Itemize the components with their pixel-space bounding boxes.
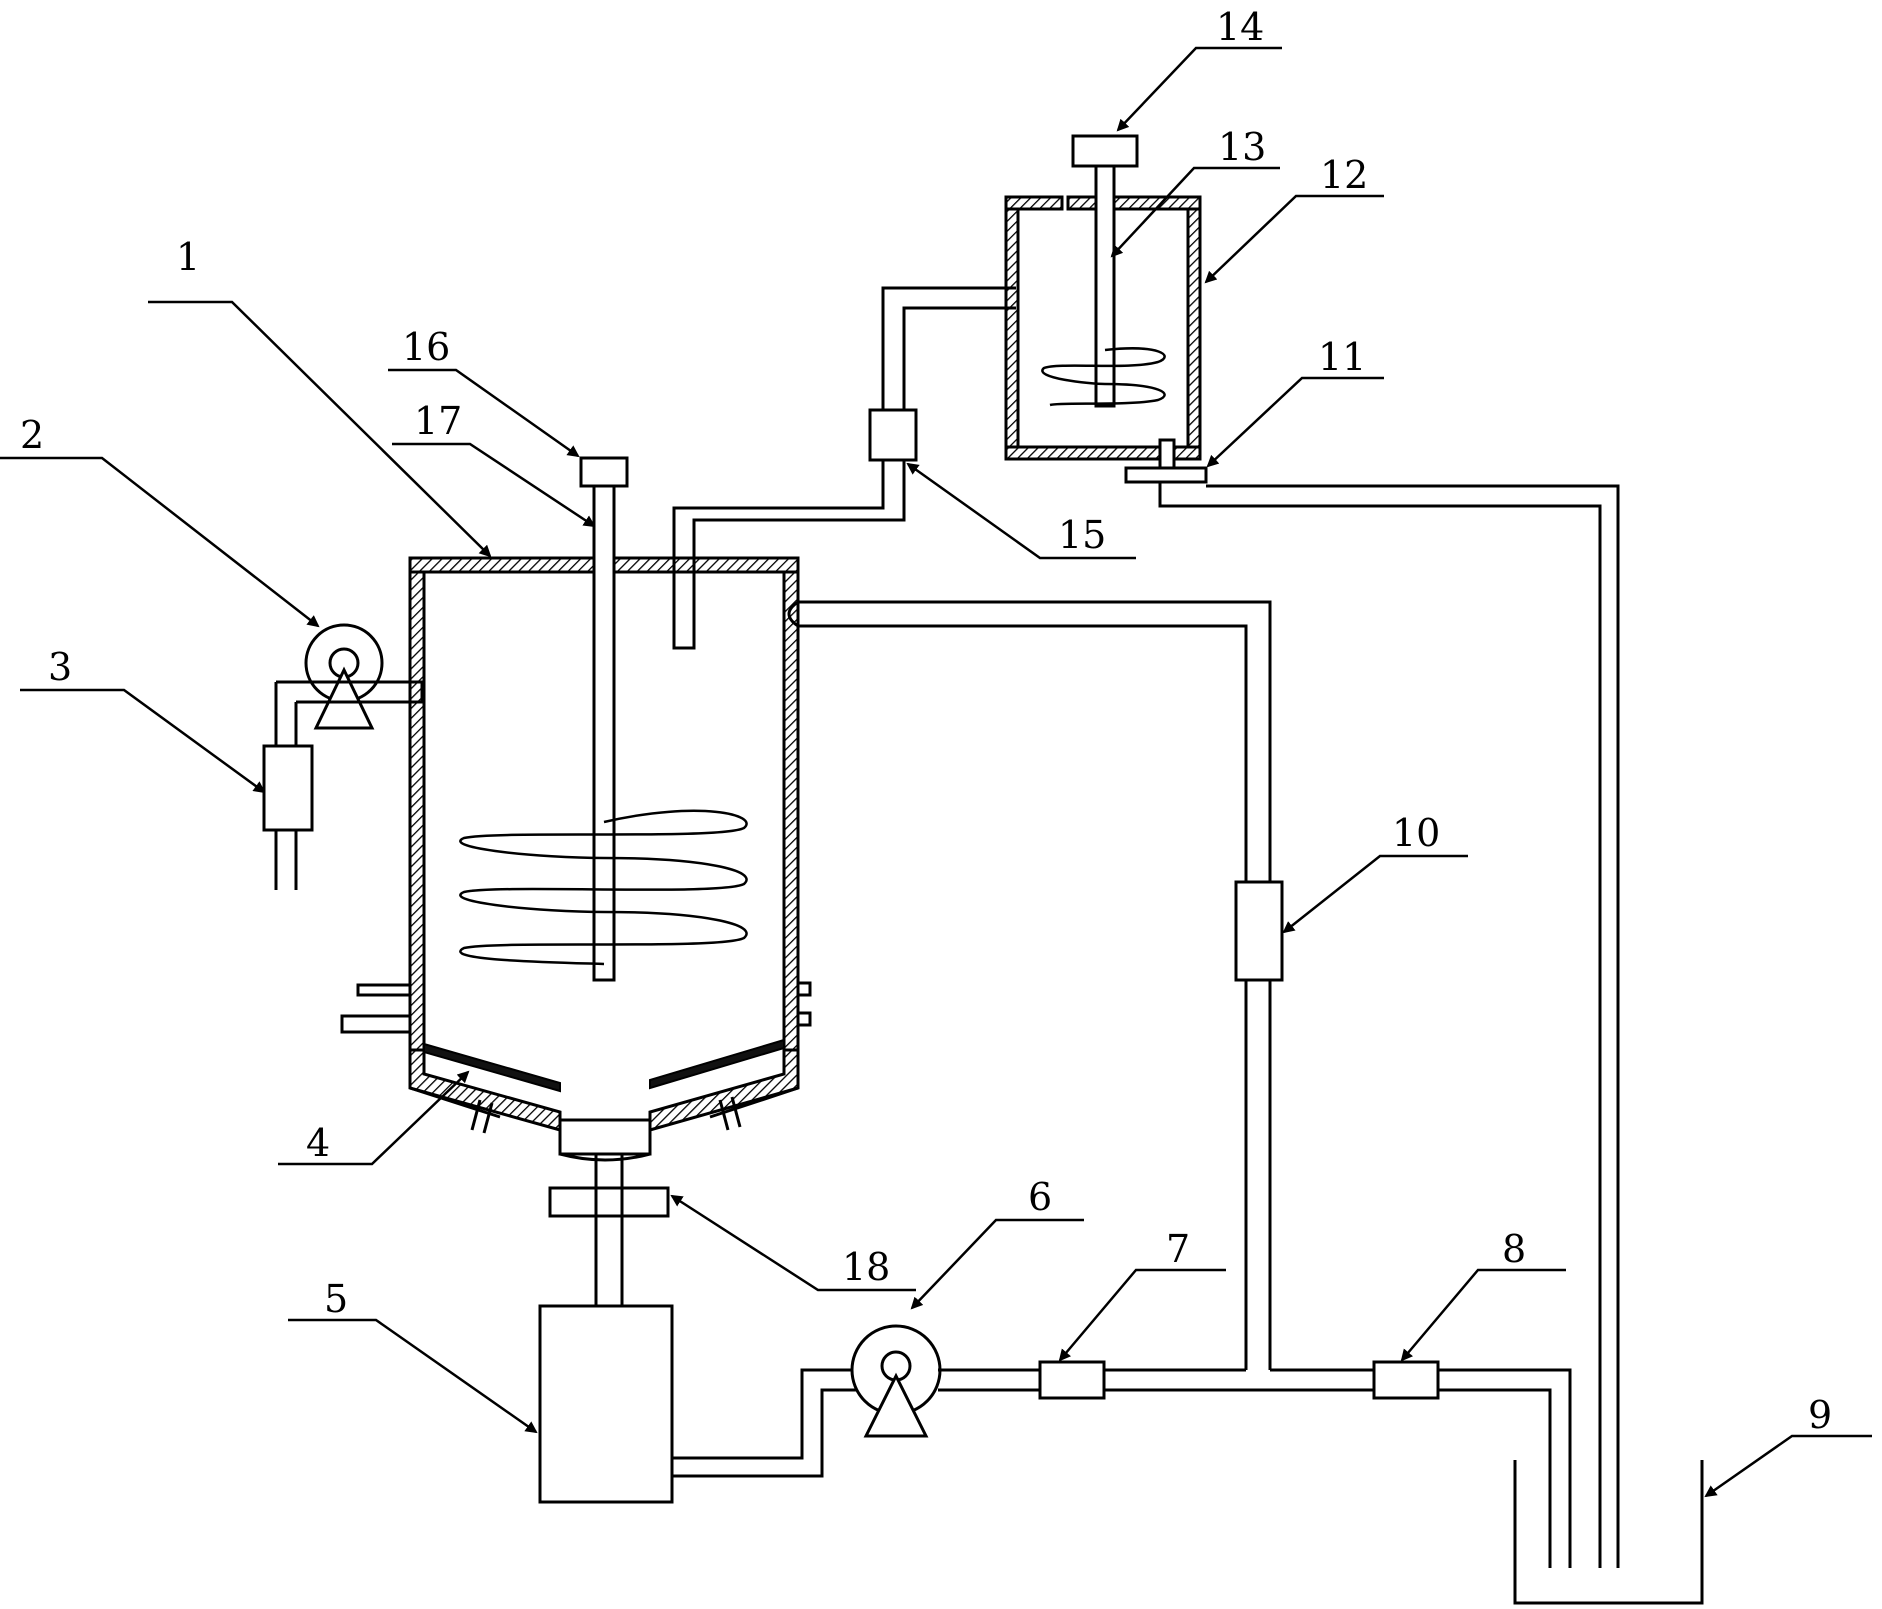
label-10: 10: [1392, 811, 1440, 855]
label-13: 13: [1218, 125, 1266, 169]
reactor-agitator: [459, 456, 748, 982]
label-8: 8: [1502, 1227, 1526, 1271]
label-17: 17: [414, 399, 462, 443]
filter-plate: [423, 1042, 561, 1093]
valve-18: [548, 1186, 670, 1218]
label-12: 12: [1320, 153, 1368, 197]
valve-15: [868, 408, 918, 462]
dosing-tank: [1004, 134, 1208, 484]
tank-motor: [1071, 134, 1139, 168]
valve-7: [1038, 1360, 1106, 1400]
main-reactor: [340, 556, 812, 1162]
label-4: 4: [306, 1121, 330, 1165]
agitator-shaft: [592, 484, 616, 982]
label-6: 6: [1028, 1175, 1052, 1219]
valve-10: [1234, 880, 1284, 982]
label-11: 11: [1318, 335, 1366, 379]
label-3: 3: [48, 645, 72, 689]
filter-plate-right: [649, 1038, 785, 1090]
label-18: 18: [842, 1245, 890, 1289]
label-14: 14: [1216, 5, 1264, 49]
filter-unit: [538, 1304, 674, 1504]
collection-vessel: [1513, 1460, 1704, 1605]
valve-8: [1372, 1360, 1440, 1400]
tank-shaft: [1094, 164, 1116, 408]
label-1: 1: [176, 235, 200, 279]
agitator-motor: [579, 456, 629, 488]
part-labels: 1 2 3 4 5 6 7 8 9 10 11 12 13 14 15 16 1…: [20, 5, 1832, 1437]
transfer-pump: [850, 1324, 942, 1438]
label-7: 7: [1166, 1227, 1190, 1271]
feed-filter: [262, 744, 314, 832]
label-16: 16: [402, 325, 450, 369]
label-9: 9: [1808, 1393, 1832, 1437]
feed-pump: [262, 623, 424, 890]
leader-lines: [0, 46, 1872, 1498]
label-2: 2: [20, 413, 44, 457]
label-15: 15: [1058, 513, 1106, 557]
label-5: 5: [324, 1277, 348, 1321]
